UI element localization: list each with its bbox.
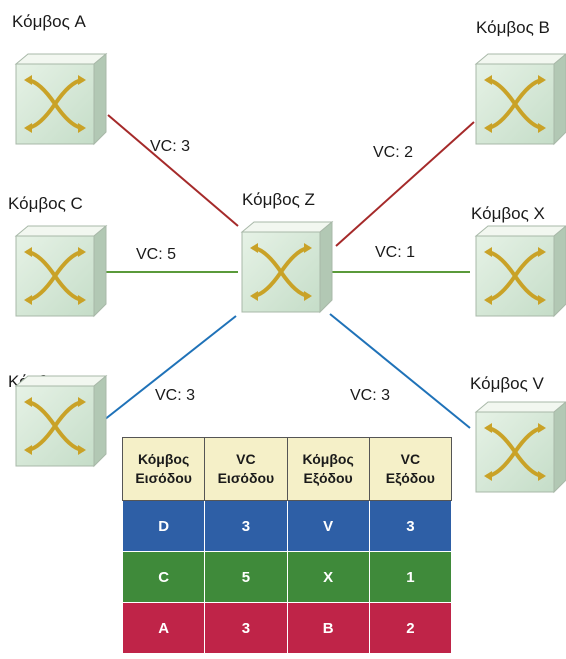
node-z-label: Κόμβος Z (242, 190, 315, 209)
node-x-switch-icon (470, 222, 566, 322)
link-z-v (329, 313, 471, 429)
node-z-switch-icon (236, 218, 336, 318)
table-cell: X (286, 551, 370, 603)
link-a-z (107, 114, 239, 227)
node-x-label: Κόμβος X (471, 204, 545, 223)
table-cell: 3 (368, 500, 453, 552)
header-text: Εισόδου (217, 470, 275, 486)
table-cell: 3 (204, 602, 288, 654)
table-cell: 2 (368, 602, 453, 654)
header-text: Κόμβος (137, 451, 190, 467)
node-a-label: Κόμβος A (12, 12, 86, 31)
link-z-b (335, 121, 475, 247)
header-out-vc: VC Εξόδου (368, 437, 453, 501)
table-row: D 3 V 3 (121, 500, 453, 552)
header-text: Εξόδου (385, 470, 435, 486)
header-text: VC (236, 451, 256, 467)
header-text: Εξόδου (303, 470, 353, 486)
table-row: C 5 X 1 (121, 551, 453, 603)
node-v-switch-icon (470, 398, 566, 498)
table-row: A 3 B 2 (121, 602, 453, 654)
table-cell: 1 (368, 551, 453, 603)
table-cell: D (121, 500, 206, 552)
table-cell: 5 (204, 551, 288, 603)
table-cell: A (121, 602, 206, 654)
vc-label-a-z: VC: 3 (150, 138, 191, 155)
node-b-label: Κόμβος B (476, 18, 550, 37)
header-in-vc: VC Εισόδου (204, 437, 288, 501)
vc-label-c-z: VC: 5 (136, 246, 177, 263)
node-c-label: Κόμβος C (8, 194, 83, 213)
vc-label-z-v: VC: 3 (350, 387, 391, 404)
table-cell: 3 (204, 500, 288, 552)
node-c-switch-icon (10, 222, 110, 322)
node-a-switch-icon (10, 50, 110, 150)
vc-label-z-x: VC: 1 (375, 244, 416, 261)
header-text: Εισόδου (135, 470, 192, 486)
header-text: Κόμβος (302, 451, 354, 467)
link-d-z (103, 315, 237, 421)
table-cell: C (121, 551, 206, 603)
node-b-switch-icon (470, 50, 566, 150)
node-v-label: Κόμβος V (470, 374, 544, 393)
table-cell: B (286, 602, 370, 654)
vc-label-z-b: VC: 2 (373, 144, 414, 161)
node-d-switch-icon (10, 372, 110, 472)
header-text: VC (400, 451, 421, 467)
vc-label-d-z: VC: 3 (155, 387, 196, 404)
table-cell: V (286, 500, 370, 552)
